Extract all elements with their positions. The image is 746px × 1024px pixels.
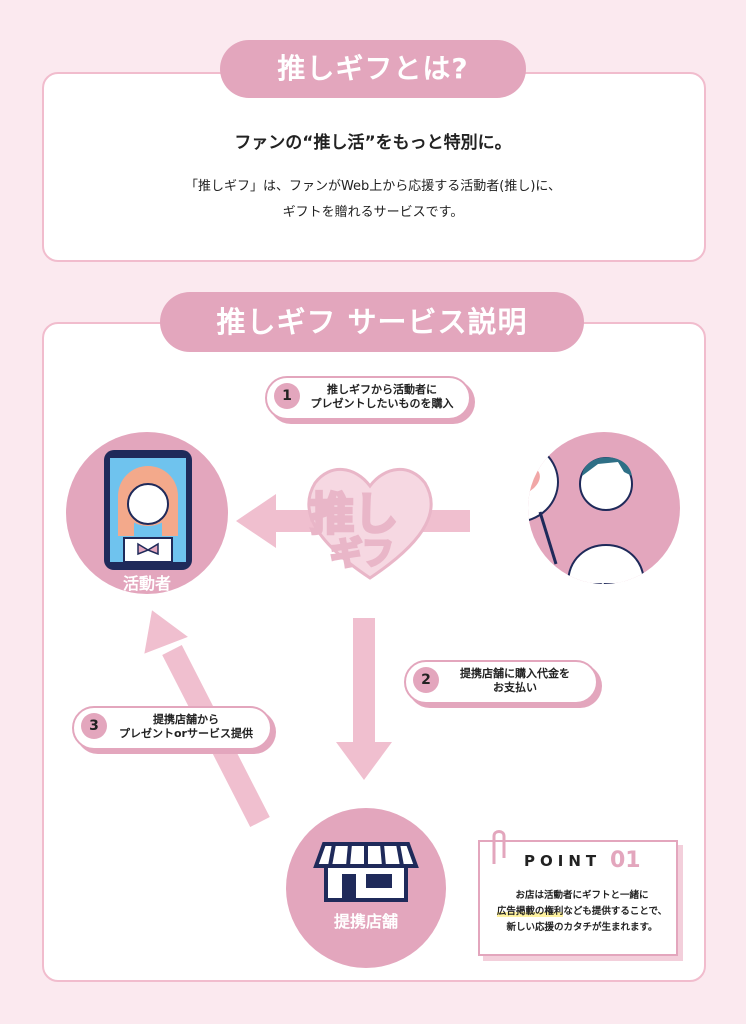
step-2-text: 提携店舗に購入代金を お支払い (446, 667, 584, 695)
point-number: 01 (610, 848, 641, 873)
point-body: お店は活動者にギフトと一緒に 広告掲載の権利なども提供することで、 新しい応援の… (490, 888, 674, 936)
point-line2: 広告掲載の権利なども提供することで、 (490, 904, 674, 920)
step-2-line1: 提携店舗に購入代金を (460, 667, 570, 680)
point-line2-rest: なども提供することで、 (563, 906, 668, 917)
step-1-line1: 推しギフから活動者に (327, 383, 437, 396)
step-3-line1: 提携店舗から (153, 713, 219, 726)
step-1-line2: プレゼントしたいものを購入 (310, 397, 454, 410)
step-3-text: 提携店舗から プレゼントorサービス提供 (114, 713, 258, 741)
point-highlight: 広告掲載の権利 (496, 906, 564, 917)
oshigifu-logo: 推し ギフ (300, 458, 440, 588)
intro-card (42, 72, 706, 262)
intro-title: 推しギフとは? (220, 40, 526, 98)
fan-node: ファン (528, 432, 680, 584)
creator-node: 活動者 (66, 432, 228, 594)
step-3-line2: プレゼントorサービス提供 (119, 727, 253, 740)
point-line3: 新しい応援のカタチが生まれます。 (506, 922, 658, 933)
store-node: 提携店舗 (286, 808, 446, 968)
intro-description-line1: 「推しギフ」は、ファンがWeb上から応援する活動者(推し)に、 (184, 179, 562, 194)
step-2-line2: お支払い (493, 681, 537, 694)
fan-illustration (528, 442, 646, 584)
step-1-number: 1 (274, 383, 300, 409)
step-2: 2 提携店舗に購入代金を お支払い (404, 660, 598, 704)
step-1-text: 推しギフから活動者に プレゼントしたいものを購入 (307, 383, 457, 411)
creator-illustration (104, 450, 192, 570)
point-box: POINT 01 お店は活動者にギフトと一緒に 広告掲載の権利なども提供すること… (478, 830, 678, 956)
intro-description-line2: ギフトを贈れるサービスです。 (282, 205, 464, 220)
step-2-number: 2 (413, 667, 439, 693)
service-title: 推しギフ サービス説明 (160, 292, 584, 352)
logo-text-gifu: ギフ (328, 533, 395, 574)
intro-tagline: ファンの“推し活”をもっと特別に。 (234, 133, 512, 153)
step-3-number: 3 (81, 713, 107, 739)
step-3: 3 提携店舗から プレゼントorサービス提供 (72, 706, 272, 750)
arrow-fan-to-store (336, 618, 392, 780)
paperclip-icon (492, 830, 506, 864)
fan-label: ファン (579, 570, 628, 584)
logo-text-oshi: 推し (309, 488, 400, 542)
store-label: 提携店舗 (333, 912, 398, 931)
store-icon (313, 842, 419, 902)
point-line1: お店は活動者にギフトと一緒に (515, 890, 649, 901)
step-1: 1 推しギフから活動者に プレゼントしたいものを購入 (265, 376, 471, 420)
point-title: POINT (524, 852, 602, 870)
creator-label: 活動者 (122, 574, 171, 593)
